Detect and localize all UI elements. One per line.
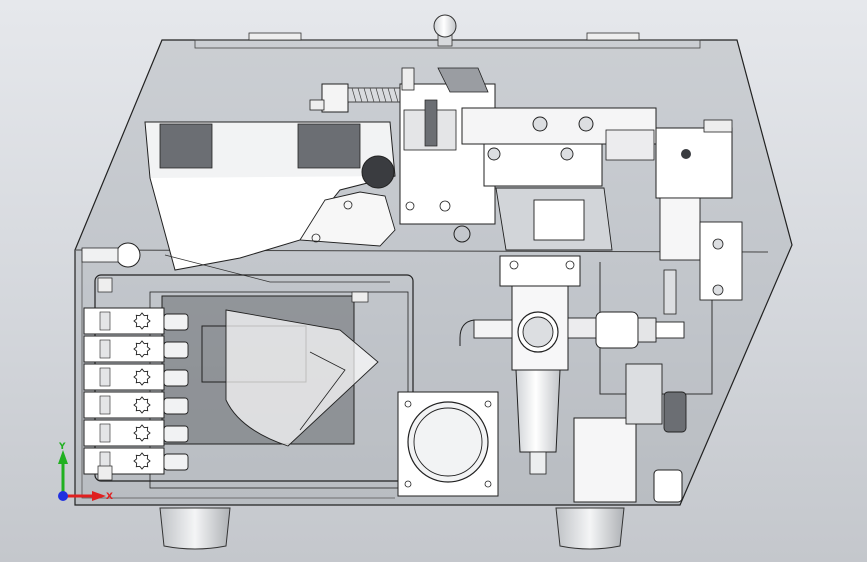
slide-assembly [461,107,657,251]
valve-bank-cap-top [97,277,113,293]
lid-hinge-left [248,32,302,41]
lid-hinge-right [586,32,640,41]
solenoid-valve-icon [133,424,151,442]
lead-screw [309,83,409,113]
valve-module [83,447,189,475]
solenoid-valve-icon [133,368,151,386]
enclosure-feet [159,507,625,550]
filter-bowl [515,369,561,453]
valve-module [83,307,189,335]
solenoid-valve-icon [133,452,151,470]
control-panel [94,274,414,489]
valve-module [83,419,189,447]
lower-right-components [573,363,687,503]
valve-block [655,119,743,315]
solenoid-valve-bank [83,277,189,481]
coordinate-triad: Y X [58,442,113,502]
actuator-plate [399,67,496,225]
valve-module [83,335,189,363]
pressure-regulator[interactable] [459,255,685,475]
foot-left [159,507,231,550]
valve-bank-cap-bottom [97,465,113,481]
fan-housing [397,391,499,497]
solenoid-valve-icon [133,312,151,330]
valve-module [83,363,189,391]
hopper-bracket [144,121,471,283]
axis-x-label: X [106,492,113,502]
solenoid-valve-icon [133,396,151,414]
axis-y-label: Y [58,442,66,452]
foot-right [555,507,625,550]
side-inlet [81,242,141,268]
solenoid-valve-icon [133,340,151,358]
valve-module [83,391,189,419]
lid-knob[interactable] [433,14,457,47]
